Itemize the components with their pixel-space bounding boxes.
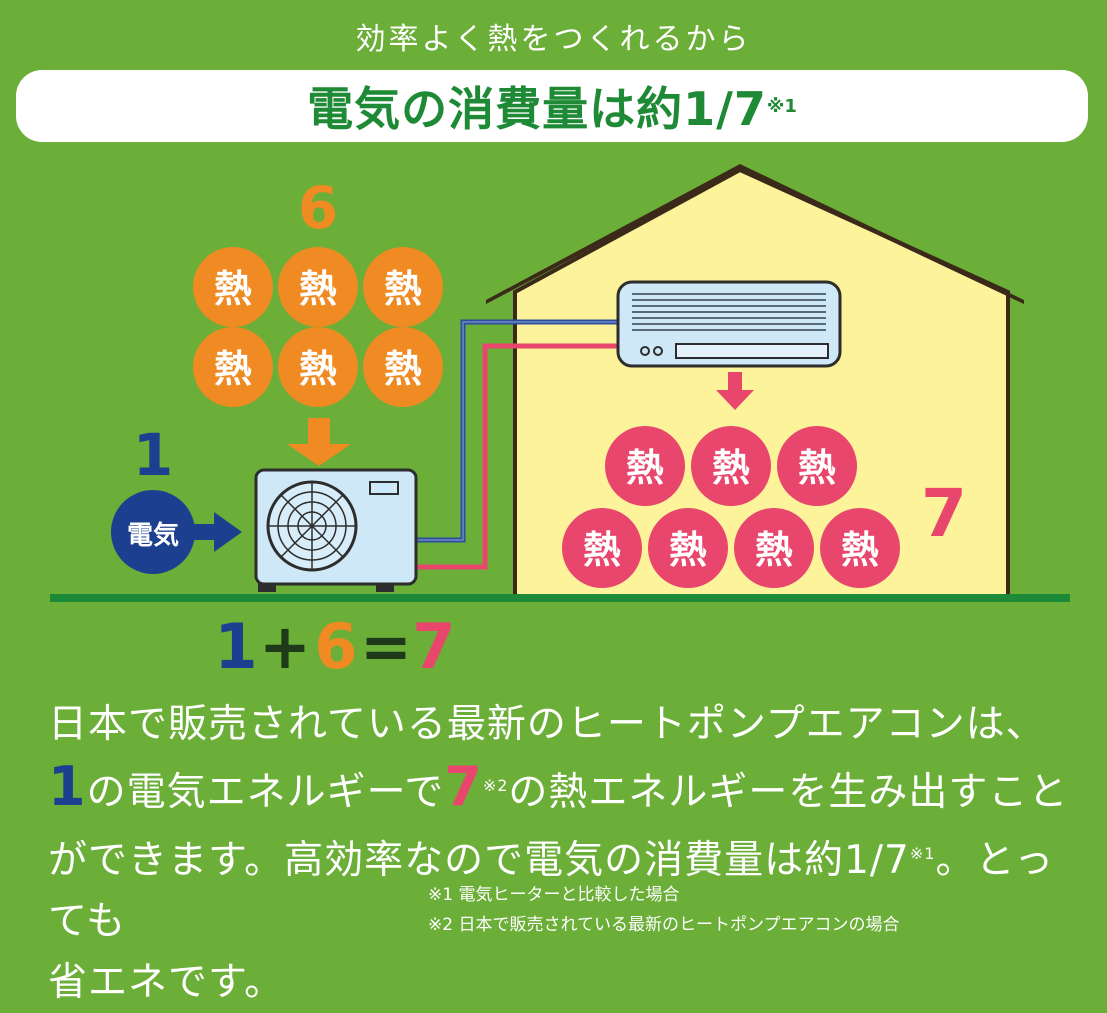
svg-text:熱: 熱 [384, 267, 422, 311]
equation-eq: = [360, 610, 412, 670]
outdoor-unit [254, 468, 418, 592]
svg-text:熱: 熱 [755, 528, 793, 572]
headline-banner: 電気の消費量は約1/7※1 [16, 70, 1088, 142]
footnote-2: ※2 日本で販売されている最新のヒートポンプエアコンの場合 [428, 915, 900, 935]
heat-circle-red: 熱 [605, 426, 685, 506]
heat-circle-orange: 熱 [278, 247, 358, 327]
heat-pump-diagram: 熱 熱 熱 熱 熱 熱 6 [50, 164, 1070, 670]
arrow-right-icon [214, 512, 242, 552]
heat-circle-red: 熱 [648, 508, 728, 588]
equation-a: 1 [214, 610, 257, 670]
svg-text:熱: 熱 [384, 347, 422, 391]
body-line-1: 日本で販売されている最新のヒートポンプエアコンは、 [48, 702, 1046, 747]
indoor-ac-unit [616, 280, 842, 368]
equation-c: 7 [412, 610, 455, 670]
heat-circle-orange: 熱 [193, 327, 273, 407]
equation: 1 + 6 = 7 [214, 610, 455, 670]
svg-text:熱: 熱 [712, 446, 750, 490]
arrow-down-outdoor [287, 418, 351, 466]
body-line-2: 1の電気エネルギーで7※2の熱エネルギーを生み出すこと [48, 755, 1069, 818]
footnotes: ※1 電気ヒーターと比較した場合 ※2 日本で販売されている最新のヒートポンプエ… [428, 880, 899, 940]
subtitle: 効率よく熱をつくれるから [355, 22, 752, 57]
outdoor-heat-count: 6 [298, 174, 338, 242]
svg-text:熱: 熱 [583, 528, 621, 572]
body-note-2: ※2 [482, 776, 509, 795]
headline: 電気の消費量は約1/7 [307, 82, 767, 136]
body-num-7: 7 [444, 755, 483, 818]
heat-circle-orange: 熱 [278, 327, 358, 407]
heat-circle-orange: 熱 [363, 247, 443, 327]
heat-circle-red: 熱 [691, 426, 771, 506]
heat-circle-red: 熱 [820, 508, 900, 588]
svg-text:熱: 熱 [841, 528, 879, 572]
ground-line [50, 594, 1070, 602]
equation-plus: + [259, 610, 311, 670]
electricity-label: 電気 [127, 520, 179, 551]
body-line-4: 省エネです。 [48, 960, 285, 1005]
heat-circle-orange: 熱 [363, 327, 443, 407]
pipe-blue [415, 319, 620, 543]
output-count: 7 [921, 475, 967, 552]
heat-circle-orange: 熱 [193, 247, 273, 327]
heat-circle-red: 熱 [562, 508, 642, 588]
svg-text:熱: 熱 [299, 347, 337, 391]
outdoor-heat-group: 熱 熱 熱 熱 熱 熱 [193, 247, 443, 407]
indoor-heat-group: 熱 熱 熱 熱 熱 熱 熱 [562, 426, 900, 588]
body-note-1: ※1 [909, 844, 936, 863]
input-count: 1 [133, 421, 173, 489]
svg-text:熱: 熱 [669, 528, 707, 572]
arrow-down-indoor [716, 372, 754, 410]
svg-text:熱: 熱 [214, 347, 252, 391]
body-line-3: ができます。高効率なので電気の消費量は約1/7※1。とっても [48, 838, 1055, 944]
heat-circle-red: 熱 [734, 508, 814, 588]
body-text: 日本で販売されている最新のヒートポンプエアコンは、 1の電気エネルギーで7※2の… [48, 694, 1088, 1013]
svg-text:熱: 熱 [798, 446, 836, 490]
equation-b: 6 [314, 610, 357, 670]
body-num-1: 1 [48, 755, 87, 818]
svg-text:熱: 熱 [214, 267, 252, 311]
footnote-1: ※1 電気ヒーターと比較した場合 [428, 885, 680, 905]
electricity-input: 電気 [111, 490, 242, 574]
svg-text:熱: 熱 [299, 267, 337, 311]
heat-circle-red: 熱 [777, 426, 857, 506]
headline-note: ※1 [766, 95, 797, 117]
pipe-red [415, 343, 620, 570]
svg-text:熱: 熱 [626, 446, 664, 490]
